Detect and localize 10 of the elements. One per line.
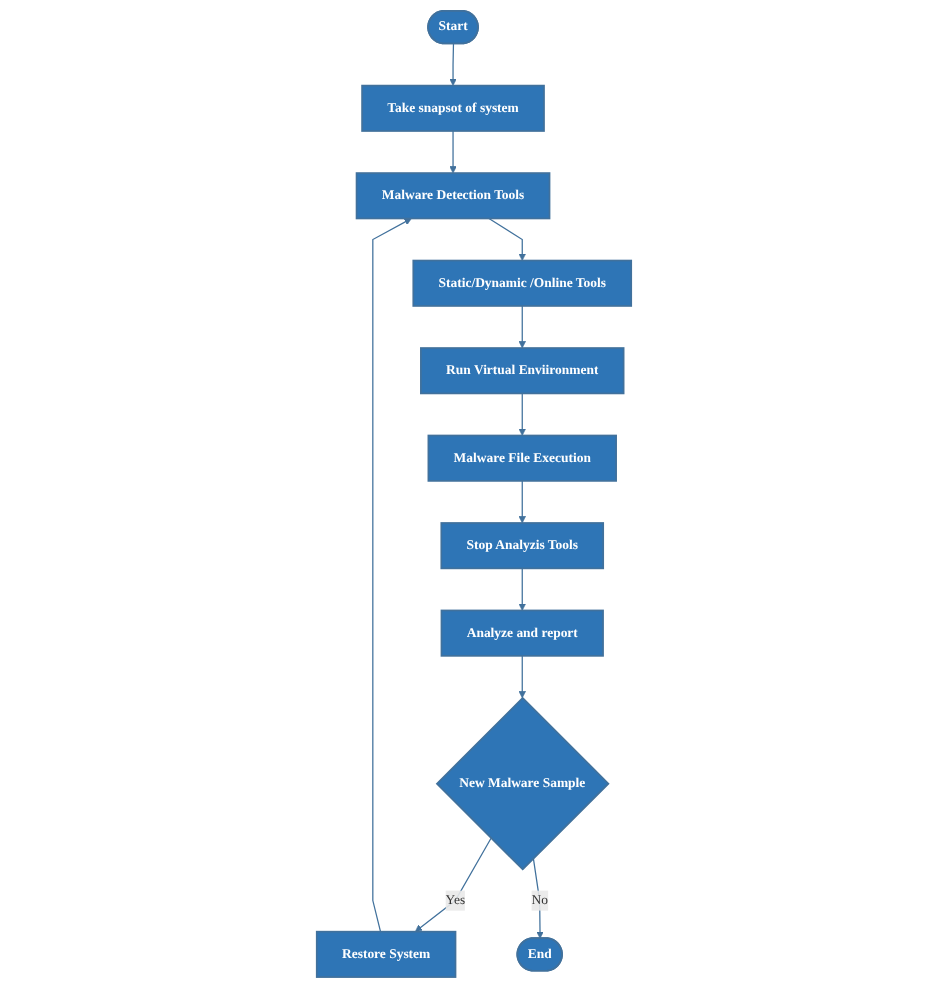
arrow bbox=[415, 837, 492, 933]
arrow bbox=[518, 567, 526, 611]
arrow bbox=[518, 392, 526, 436]
arrow bbox=[449, 43, 457, 86]
arrow bbox=[449, 130, 457, 174]
arrow bbox=[372, 218, 412, 933]
arrow bbox=[518, 480, 526, 524]
arrow bbox=[488, 217, 526, 261]
arrow bbox=[518, 305, 526, 349]
arrow bbox=[518, 655, 526, 699]
